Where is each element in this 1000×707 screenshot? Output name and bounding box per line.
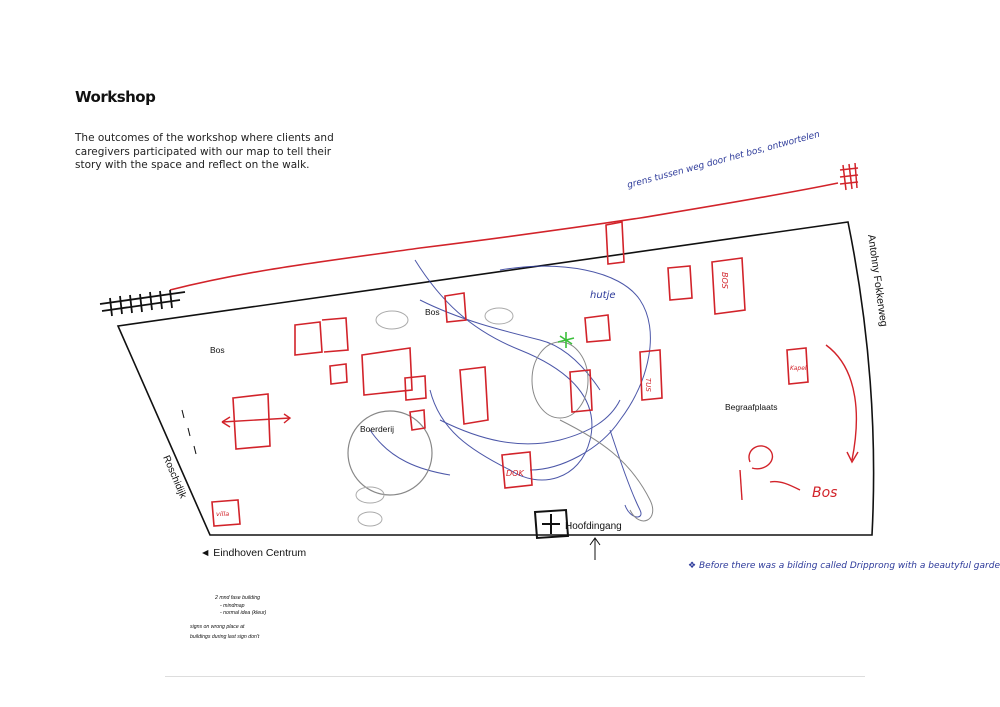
black-hatch-left: [99, 289, 186, 317]
annotation-red-bos: Bos: [812, 485, 837, 501]
label-bos-top: Bos: [425, 307, 440, 317]
label-antohny-fokkerweg: Antohny Fokkerweg: [865, 234, 890, 328]
red-buildings: [211, 221, 809, 527]
green-mark: [557, 332, 575, 348]
grey-loop-circle: [347, 410, 433, 496]
annotation-red-bos-box: BOS: [720, 272, 729, 289]
small-note-3: - normal idea (kleur): [220, 610, 267, 616]
entrance-arrow: [589, 537, 601, 560]
red-hatch-right: [839, 162, 859, 191]
small-note-5: buildings during last sign don't: [190, 634, 260, 640]
annotation-blue-hutje: hutje: [590, 290, 616, 301]
page-title: Workshop: [75, 88, 156, 106]
red-boundary-line: [169, 182, 839, 291]
bottom-note-text: Before there was a bilding called Drippr…: [699, 561, 1000, 571]
annotation-red-dok: DOK: [506, 469, 524, 478]
label-hoofdingang: Hoofdingang: [565, 521, 622, 532]
small-note-2: - mindmap: [220, 603, 245, 609]
small-note-1: 2 mnd fase building: [214, 595, 260, 601]
intro-text: The outcomes of the workshop where clien…: [75, 132, 334, 171]
red-marks: [221, 344, 859, 501]
label-eindhoven-centrum: ◄ Eindhoven Centrum: [200, 547, 306, 559]
annotation-blue-bottom-note: ❖ Before there was a bilding called Drip…: [688, 561, 1000, 571]
annotation-red-tus: TUS: [644, 378, 652, 392]
grey-oval: [531, 341, 589, 419]
main-entrance-symbol: [533, 508, 570, 540]
annotation-red-kapel: Kapel: [790, 365, 807, 372]
grey-ovals: [355, 307, 514, 527]
blue-walk-paths: [369, 259, 651, 518]
label-boerderij: Boerderij: [360, 424, 394, 434]
left-road-dashes: [181, 409, 197, 455]
bottom-note-symbol: ❖: [688, 561, 699, 571]
grey-path: [559, 419, 654, 522]
small-notes: 2 mnd fase building - mindmap - normal i…: [190, 595, 267, 640]
annotation-blue-top-right: grens tussen weg door het bos, ontwortel…: [626, 130, 821, 191]
site-outline: [116, 221, 875, 536]
footer-divider: [165, 676, 865, 677]
label-bos-left: Bos: [210, 345, 225, 355]
annotation-red-villa: villa: [216, 510, 229, 518]
small-note-4: signs on wrong place at: [190, 624, 245, 630]
label-begraafplaats: Begraafplaats: [725, 402, 777, 412]
